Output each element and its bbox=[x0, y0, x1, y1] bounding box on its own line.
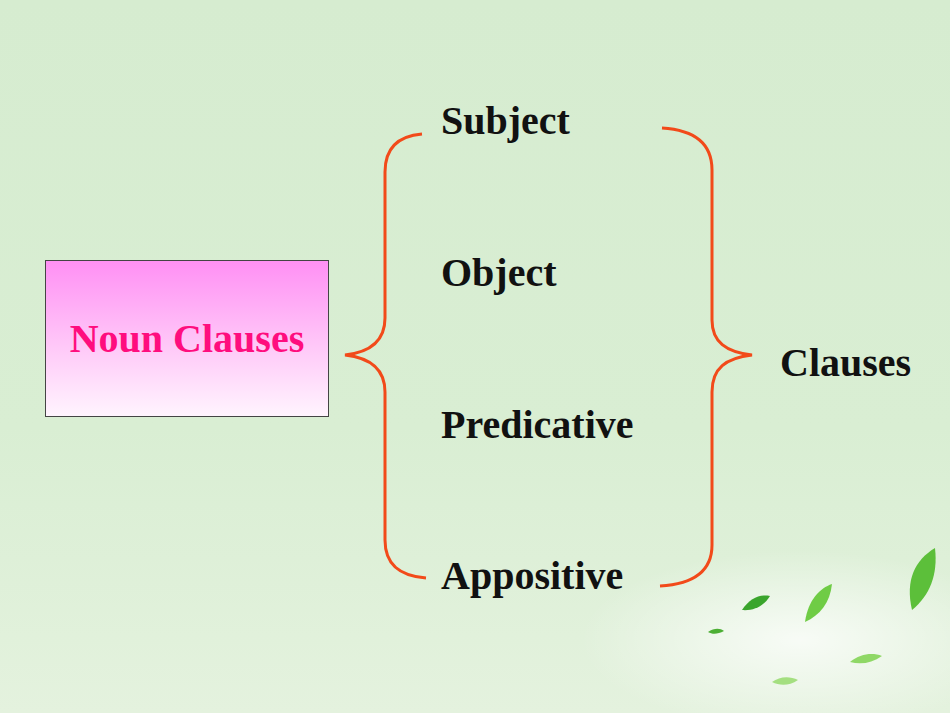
branch-label: Predicative bbox=[441, 402, 634, 448]
branch-label: Appositive bbox=[441, 553, 623, 599]
box-title: Noun Clauses bbox=[70, 316, 305, 362]
branch-label: Clauses bbox=[780, 340, 911, 386]
glow bbox=[580, 550, 950, 713]
leaves bbox=[708, 548, 936, 685]
branch-label: Subject bbox=[441, 98, 570, 144]
title-box: Noun Clauses bbox=[45, 260, 329, 417]
left-brace bbox=[345, 134, 426, 578]
branch-label: Object bbox=[441, 250, 557, 296]
right-brace bbox=[660, 128, 752, 586]
